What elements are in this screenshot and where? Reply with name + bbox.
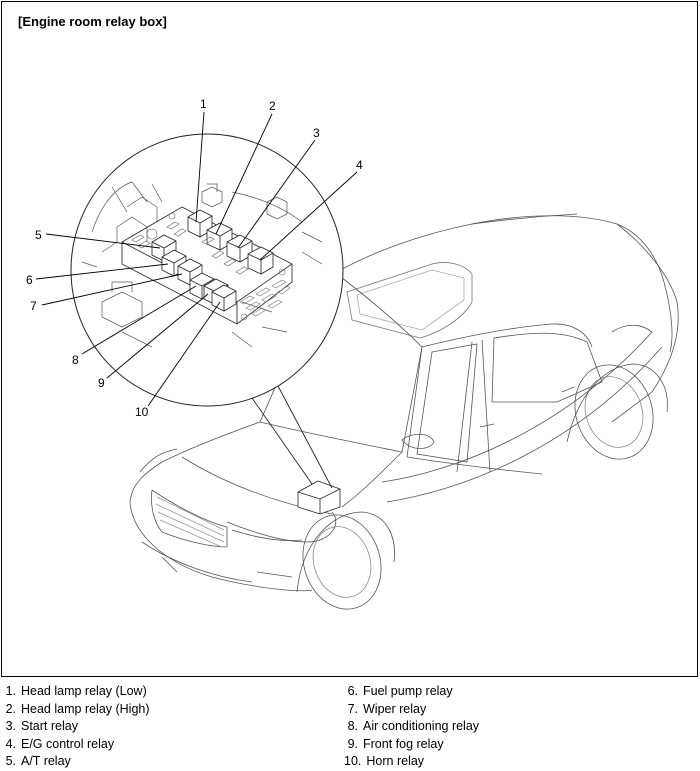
legend-label: Head lamp relay (Low): [21, 684, 147, 698]
legend-item: 8. Air conditioning relay: [344, 718, 479, 736]
legend-item: 5. A/T relay: [2, 753, 150, 771]
legend-label: Wiper relay: [363, 701, 427, 716]
legend-number: 3.: [5, 719, 16, 733]
legend-item: 3. Start relay: [2, 718, 150, 736]
legend-item: 9. Front fog relay: [344, 736, 479, 754]
callout-10: 10: [135, 405, 149, 419]
legend-item: 6. Fuel pump relay: [344, 683, 479, 701]
legend-label: E/G control relay: [21, 736, 115, 751]
legend-number: 1.: [5, 684, 16, 698]
legend-item: 1. Head lamp relay (Low): [2, 683, 150, 701]
legend-column-left: 1. Head lamp relay (Low) 2. Head lamp rela…: [2, 683, 150, 771]
callout-2: 2: [269, 99, 276, 113]
callout-9: 9: [98, 376, 105, 390]
legend-number: 6.: [347, 684, 358, 698]
legend-item: 7. Wiper relay: [344, 701, 479, 719]
figure-frame: 1 2 3 4 5 6 7 8 9 10 [Engine room relay …: [1, 1, 698, 677]
legend-number: 5.: [5, 754, 16, 768]
legend-item: 4. E/G control relay: [2, 736, 150, 754]
legend-item: 10. Horn relay: [344, 753, 479, 771]
magnifier-leader-left: [251, 397, 313, 485]
legend-column-right: 6. Fuel pump relay 7. Wiper relay 8. Air co…: [344, 683, 479, 771]
legend-label: A/T relay: [21, 754, 71, 768]
legend-label: Fuel pump relay: [363, 684, 453, 698]
magnifier-leader-right: [277, 385, 333, 489]
legend-number: 4.: [5, 736, 16, 751]
legend-number: 7.: [347, 701, 358, 716]
legend-number: 2.: [5, 701, 16, 716]
legend-label: Horn relay: [366, 754, 425, 768]
relay-box-detail: [81, 181, 323, 348]
legend-number: 9.: [347, 736, 358, 751]
figure-title: [Engine room relay box]: [18, 14, 167, 29]
callout-5: 5: [35, 228, 42, 242]
legend-number: 8.: [347, 719, 358, 733]
legend-item: 2. Head lamp relay (High): [2, 701, 150, 719]
callout-3: 3: [313, 126, 320, 140]
magnifier-circle: [70, 133, 344, 407]
callout-4: 4: [356, 158, 363, 172]
car-illustration: [129, 213, 679, 610]
legend: 1. Head lamp relay (Low) 2. Head lamp rela…: [0, 683, 700, 769]
magnifier: [70, 133, 344, 489]
callout-1: 1: [200, 97, 207, 111]
callout-numbers: 1 2 3 4 5 6 7 8 9 10: [26, 97, 363, 419]
callout-8: 8: [72, 353, 79, 367]
legend-label: Air conditioning relay: [363, 719, 480, 733]
legend-label: Start relay: [21, 719, 78, 733]
callout-7: 7: [30, 299, 37, 313]
callout-6: 6: [26, 273, 33, 287]
relay-box-diagram: 1 2 3 4 5 6 7 8 9 10: [26, 97, 679, 610]
legend-label: Front fog relay: [363, 736, 444, 751]
callout-leaders: [35, 111, 358, 407]
legend-number: 10.: [344, 754, 362, 768]
legend-label: Head lamp relay (High): [21, 701, 150, 716]
